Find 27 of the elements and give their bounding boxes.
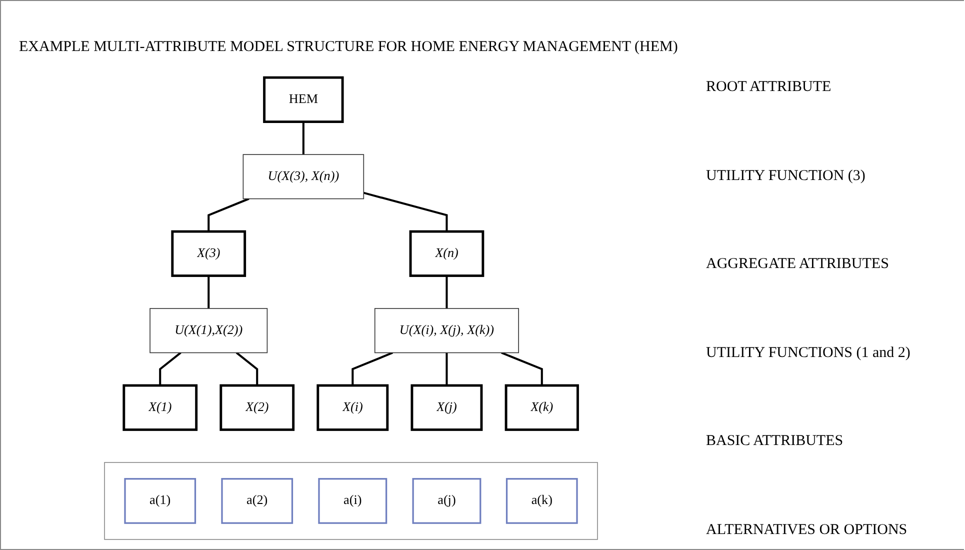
title: EXAMPLE MULTI-ATTRIBUTE MODEL STRUCTURE FOR HOME ENERGY MANAGEMENT (HEM) bbox=[19, 39, 678, 56]
node-box: a(2) bbox=[221, 478, 294, 524]
node-box: a(i) bbox=[318, 478, 388, 524]
connector bbox=[363, 192, 448, 232]
node-box: U(X(i), X(j), X(k)) bbox=[374, 308, 519, 354]
cluster bbox=[104, 462, 598, 540]
level-label: UTILITY FUNCTIONS (1 and 2) bbox=[706, 344, 910, 362]
connector bbox=[501, 352, 543, 386]
connector bbox=[446, 352, 448, 386]
level-label: ROOT ATTRIBUTE bbox=[706, 79, 832, 96]
connector bbox=[446, 276, 448, 308]
connector bbox=[159, 352, 182, 386]
node-box: U(X(1),X(2)) bbox=[150, 308, 268, 354]
node-box: U(X(3), X(n)) bbox=[242, 154, 364, 200]
connector bbox=[302, 122, 304, 155]
connector bbox=[236, 352, 258, 386]
level-label: UTILITY FUNCTION (3) bbox=[706, 168, 866, 185]
connector bbox=[208, 198, 250, 232]
level-label: AGGREGATE ATTRIBUTES bbox=[706, 256, 890, 274]
node-box: a(1) bbox=[124, 478, 196, 524]
level-label: BASIC ATTRIBUTES bbox=[706, 433, 844, 450]
node-box: a(j) bbox=[412, 478, 482, 524]
node-box: a(k) bbox=[506, 478, 578, 524]
node-box: HEM bbox=[263, 76, 344, 123]
level-label: ALTERNATIVES OR OPTIONS bbox=[706, 522, 908, 539]
connector bbox=[208, 276, 210, 308]
connector bbox=[352, 352, 394, 386]
